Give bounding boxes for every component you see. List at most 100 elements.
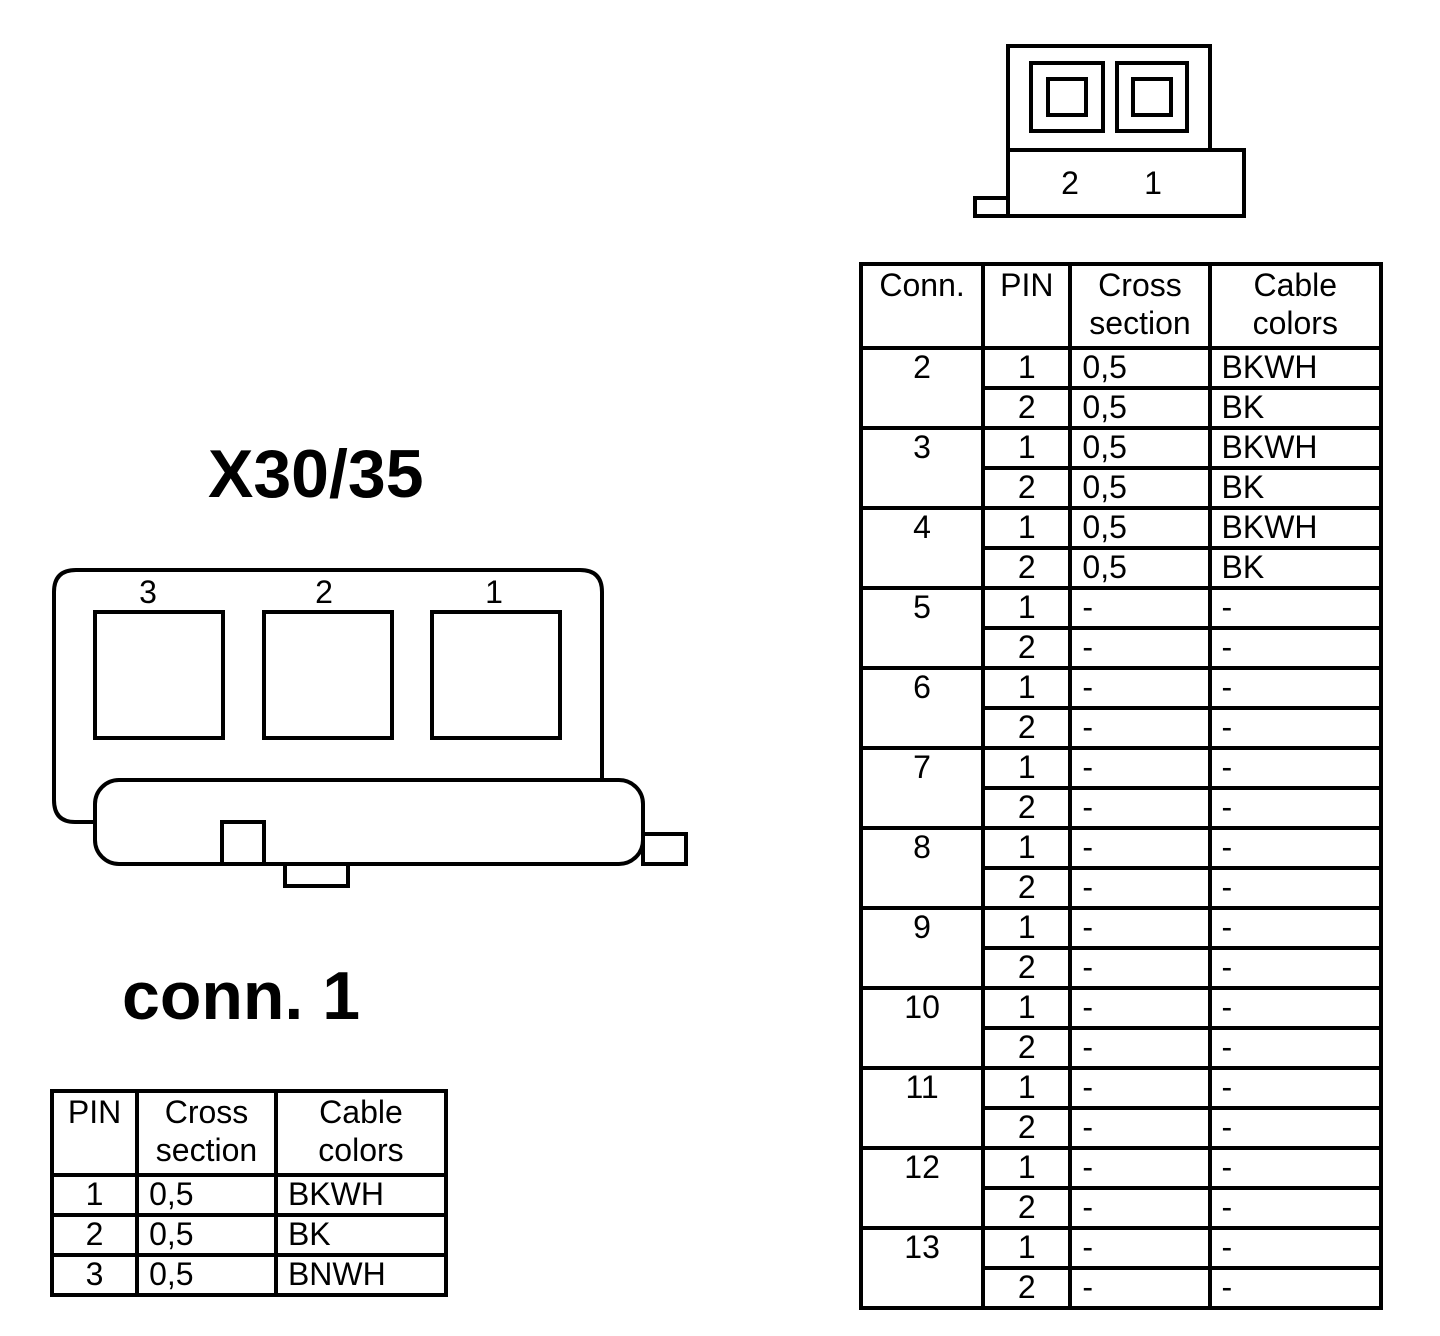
cell-cable-color: BKWH (273, 1173, 449, 1217)
cell-cross-section: 0,5 (135, 1253, 278, 1297)
cell-conn: 2 (858, 346, 986, 430)
cell-pin: 1 (981, 506, 1073, 550)
cell-cross-section: - (1068, 586, 1212, 630)
table-row: 2-- (861, 786, 1384, 830)
cell-cross-section: - (1068, 1226, 1212, 1270)
connector-left-cavity-1 (430, 610, 562, 740)
cell-cross-section: 0,5 (1068, 546, 1212, 590)
cell-pin: 2 (981, 1186, 1073, 1230)
header-pin: PIN (981, 262, 1073, 350)
connector-left-tab (283, 862, 350, 888)
table-row: 2-- (861, 1106, 1384, 1150)
connector-left-pin-label-3: 3 (139, 574, 157, 610)
cell-pin: 1 (981, 746, 1073, 790)
cell-conn: 13 (858, 1226, 986, 1310)
connector-left-pin-label-2: 2 (315, 574, 333, 610)
cell-pin: 1 (981, 1226, 1073, 1270)
connector-top-base (1006, 148, 1246, 218)
cell-conn: 12 (858, 1146, 986, 1230)
connector-top-pin-2 (1046, 77, 1088, 117)
cell-cable-color: BNWH (273, 1253, 449, 1297)
header-conn: Conn. (858, 262, 986, 350)
cell-pin: 2 (49, 1213, 140, 1257)
cell-cable-color: - (1207, 866, 1384, 910)
cell-cable-color: - (1207, 1106, 1384, 1150)
cell-cross-section: 0,5 (1068, 506, 1212, 550)
connector-left-latch (641, 832, 688, 866)
table-header-row: PIN Cross section Cable colors (49, 1089, 449, 1177)
cell-pin: 1 (981, 346, 1073, 390)
cell-conn: 6 (858, 666, 986, 750)
cell-cross-section: - (1068, 906, 1212, 950)
cell-pin: 1 (981, 986, 1073, 1030)
cell-cable-color: - (1207, 986, 1384, 1030)
cell-pin: 2 (981, 866, 1073, 910)
cell-conn: 4 (858, 506, 986, 590)
cell-conn: 8 (858, 826, 986, 910)
cell-cable-color: - (1207, 946, 1384, 990)
cell-pin: 2 (981, 466, 1073, 510)
cell-conn: 3 (858, 426, 986, 510)
cell-cable-color: - (1207, 826, 1384, 870)
cell-cross-section: - (1068, 1266, 1212, 1310)
connector-top-cavity-2 (1029, 61, 1105, 133)
connector-left-base (93, 778, 645, 866)
cell-cross-section: - (1068, 1026, 1212, 1070)
cell-cross-section: - (1068, 786, 1212, 830)
cell-cross-section: - (1068, 1106, 1212, 1150)
header-cross-section: Cross section (1068, 262, 1212, 350)
table-row: 2-- (861, 866, 1384, 910)
cell-cable-color: - (1207, 586, 1384, 630)
cell-pin: 1 (981, 826, 1073, 870)
cell-cross-section: - (1068, 706, 1212, 750)
cell-cable-color: BK (1207, 466, 1384, 510)
cell-cable-color: BK (1207, 386, 1384, 430)
cell-pin: 3 (49, 1253, 140, 1297)
cell-conn: 10 (858, 986, 986, 1070)
cell-pin: 1 (49, 1173, 140, 1217)
cell-cable-color: - (1207, 906, 1384, 950)
connector-left-key (220, 820, 266, 866)
cell-cable-color: BK (273, 1213, 449, 1257)
connector-top-cavity-1 (1115, 61, 1189, 133)
header-cable-colors: Cable colors (273, 1089, 449, 1177)
cell-pin: 2 (981, 546, 1073, 590)
cell-cable-color: - (1207, 1266, 1384, 1310)
connector-left-pin-label-1: 1 (485, 574, 503, 610)
cell-conn: 5 (858, 586, 986, 670)
cell-conn: 9 (858, 906, 986, 990)
cell-cross-section: - (1068, 1066, 1212, 1110)
cell-cross-section: 0,5 (135, 1173, 278, 1217)
connector-left (52, 568, 688, 888)
table-row: 2-- (861, 626, 1384, 670)
header-pin: PIN (49, 1089, 140, 1177)
cell-cross-section: 0,5 (1068, 346, 1212, 390)
cell-cable-color: BKWH (1207, 506, 1384, 550)
table-row: 2-- (861, 946, 1384, 990)
cell-cross-section: 0,5 (1068, 426, 1212, 470)
cell-cross-section: - (1068, 666, 1212, 710)
connector-top (973, 44, 1246, 218)
cell-cross-section: 0,5 (135, 1213, 278, 1257)
cell-cross-section: - (1068, 826, 1212, 870)
connector-subtitle: conn. 1 (122, 958, 361, 1034)
connector-left-housing (52, 568, 604, 824)
cell-pin: 2 (981, 1026, 1073, 1070)
cell-cross-section: - (1068, 986, 1212, 1030)
